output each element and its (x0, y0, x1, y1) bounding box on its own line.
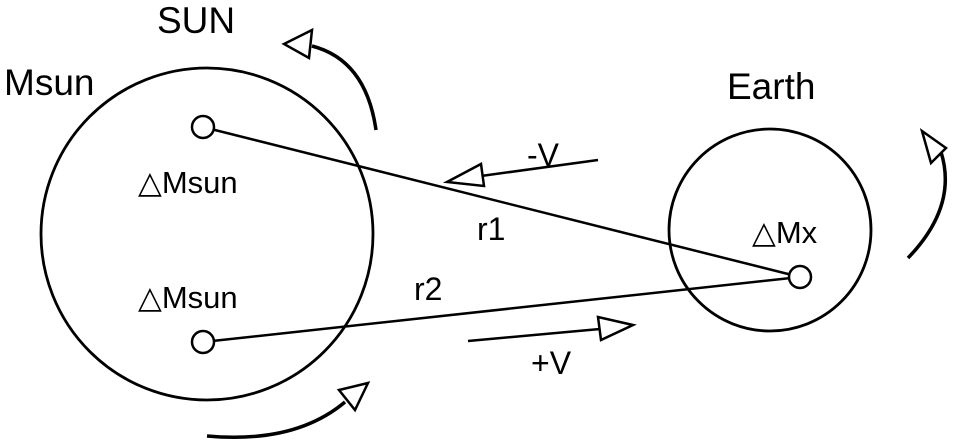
r1-label: r1 (477, 211, 505, 247)
sun-rotation-arrowhead-bottom-icon (336, 381, 371, 413)
earth-rotation-arrowhead-icon (919, 127, 948, 166)
earth-rotation-arc (906, 151, 948, 260)
sun-mass-element-top-circle (190, 114, 216, 140)
sun-circle (39, 66, 375, 402)
sun-rotation-arc-top (311, 44, 378, 131)
sun-rotation-arrowhead-top-icon (281, 27, 314, 61)
earth-circle (667, 127, 873, 333)
plus-v-arrow-line (467, 327, 601, 343)
r2-line (202, 275, 801, 344)
delta-mx-label: △Mx (752, 215, 818, 250)
r2-label: r2 (414, 271, 442, 307)
minus-v-label: -V (527, 137, 560, 173)
plus-v-label: +V (531, 345, 572, 381)
earth-mass-element-circle (787, 264, 813, 290)
earth-title-label: Earth (727, 66, 815, 107)
sun-mass-element-bottom-circle (190, 329, 216, 355)
plus-v-arrowhead-icon (596, 315, 637, 342)
sun-rotation-arc-bottom (206, 400, 347, 440)
r1-line (202, 125, 801, 279)
sun-title-label: SUN (157, 0, 235, 41)
delta-msun-bottom-label: △Msun (138, 280, 238, 315)
delta-msun-top-label: △Msun (138, 165, 238, 200)
sun-mass-label: Msun (4, 62, 94, 103)
minus-v-arrow-line (480, 158, 599, 178)
minus-v-arrowhead-icon (442, 162, 486, 188)
